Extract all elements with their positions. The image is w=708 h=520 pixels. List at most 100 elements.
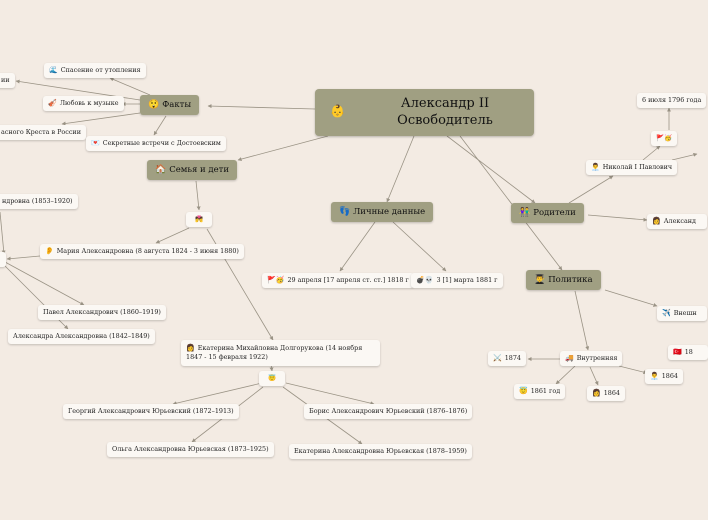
parents-nikolay[interactable]: 👨‍💼Николай I Павлович bbox=[586, 160, 678, 175]
parents-birth-date[interactable]: 6 июля 1796 года bbox=[637, 93, 707, 108]
edge-personal-death bbox=[392, 221, 447, 272]
family-daughter-cut[interactable]: ндровна (1853–1920) bbox=[0, 194, 78, 209]
baby-icon: 👶 bbox=[330, 104, 345, 118]
family-georgiy[interactable]: Георгий Александрович Юрьевский (1872–19… bbox=[63, 404, 239, 419]
parents-birth-date-label: 6 июля 1796 года bbox=[642, 96, 702, 104]
edge-facts-redcross bbox=[61, 112, 141, 126]
family-daughter-cut-label: ндровна (1853–1920) bbox=[2, 197, 73, 205]
woman-icon: 👩 bbox=[592, 389, 601, 397]
family-hub-couple[interactable]: 💏 bbox=[186, 212, 212, 227]
graduate-icon: 👨‍🎓 bbox=[534, 275, 546, 285]
personal-birth[interactable]: 🚩🥳29 апреля [17 апреля ст. ст.] 1818 г bbox=[262, 273, 414, 288]
central-topic-node[interactable]: 👶 Александр II Освободитель bbox=[315, 89, 534, 136]
family-ekaterina-label: Екатерина Михайловна Долгорукова (14 ноя… bbox=[186, 344, 363, 361]
edge-internal-1864b bbox=[618, 365, 648, 375]
politics-turkey-cut-label: 18 bbox=[684, 348, 693, 356]
family-ekaterina[interactable]: 👩Екатерина Михайловна Долгорукова (14 но… bbox=[181, 340, 380, 366]
politics-foreign-label: Внешн bbox=[673, 309, 697, 317]
branch-facts-label: Факты bbox=[162, 100, 192, 110]
branch-parents-label: Родители bbox=[533, 208, 576, 218]
fact-rescue[interactable]: 🌊Спасение от утопления bbox=[44, 63, 146, 78]
airplane-icon: ✈️ bbox=[662, 309, 671, 317]
fact-cut-top-label: ии bbox=[1, 76, 10, 84]
family-ekaterina-yurievskaya[interactable]: Екатерина Александровна Юрьевская (1878–… bbox=[289, 444, 472, 459]
family-maria[interactable]: 👂Мария Александровна (8 августа 1824 - 3… bbox=[40, 244, 244, 259]
branch-personal-label: Личные данные bbox=[353, 207, 426, 217]
family-boris[interactable]: Борис Александрович Юрьевский (1876–1876… bbox=[304, 404, 473, 419]
fact-dostoevsky-label: Секретные встречи с Достоевским bbox=[102, 139, 221, 147]
politics-1864-a[interactable]: 👩1864 bbox=[587, 386, 625, 401]
branch-facts[interactable]: 😲Факты bbox=[140, 95, 200, 115]
branch-family[interactable]: 🏠Семья и дети bbox=[147, 160, 238, 180]
edge-hub1-maria bbox=[155, 227, 190, 244]
personal-death-label: 3 [1] марта 1881 г bbox=[436, 276, 498, 284]
parents-nikolay-label: Николай I Павлович bbox=[602, 163, 673, 171]
politics-1864-b[interactable]: 👨‍💼1864 bbox=[645, 369, 683, 384]
politics-1864-b-label: 1864 bbox=[661, 372, 678, 380]
surprised-face-icon: 😲 bbox=[148, 100, 160, 110]
family-pavel-label: Павел Александрович (1860–1919) bbox=[43, 308, 161, 316]
parents-mother[interactable]: 👩Александ bbox=[647, 214, 707, 229]
central-topic-title: Александр II Освободитель bbox=[397, 96, 493, 128]
turkey-flag-icon: 🇹🇷 bbox=[673, 348, 682, 356]
politics-1861-label: 1861 год bbox=[530, 387, 561, 395]
family-boris-label: Борис Александрович Юрьевский (1876–1876… bbox=[309, 407, 468, 415]
family-pavel[interactable]: Павел Александрович (1860–1919) bbox=[38, 305, 166, 320]
family-ekaterina-yurievskaya-label: Екатерина Александровна Юрьевская (1878–… bbox=[294, 447, 467, 455]
man-office-icon: 👨‍💼 bbox=[591, 163, 600, 171]
family-olga-label: Ольга Александровна Юрьевская (1873–1925… bbox=[112, 445, 269, 453]
edge-internal-1864a bbox=[589, 366, 599, 386]
angel-face-icon: 😇 bbox=[268, 374, 276, 382]
judge-icon: 👨‍💼 bbox=[650, 372, 659, 380]
politics-1874[interactable]: ⚔️1874 bbox=[488, 351, 526, 366]
edge-central-personal bbox=[386, 135, 415, 203]
flag-party-icon: 🚩🥳 bbox=[267, 276, 285, 284]
politics-internal-label: Внутренняя bbox=[576, 354, 618, 362]
fact-rescue-label: Спасение от утопления bbox=[60, 66, 141, 74]
footprints-icon: 👣 bbox=[339, 207, 351, 217]
fact-dostoevsky[interactable]: 💌Секретные встречи с Достоевским bbox=[86, 136, 226, 151]
edge-facts-rescue bbox=[109, 77, 151, 96]
love-letter-icon: 💌 bbox=[91, 139, 100, 147]
bomb-skull-icon: 💣💀 bbox=[416, 276, 434, 284]
fact-music[interactable]: 🎻Любовь к музыке bbox=[43, 96, 124, 111]
parents-flag-node[interactable]: 🚩🥳 bbox=[651, 131, 677, 146]
politics-turkey-cut[interactable]: 🇹🇷18 bbox=[668, 345, 708, 360]
edge-nikolay-flag bbox=[642, 145, 661, 161]
edge-central-family bbox=[237, 135, 329, 162]
family-alexandra-label: Александра Александровна (1842–1849) bbox=[13, 332, 150, 340]
wave-icon: 🌊 bbox=[49, 66, 58, 74]
edge-hub2-georgiy bbox=[172, 382, 263, 406]
branch-politics[interactable]: 👨‍🎓Политика bbox=[526, 270, 601, 290]
angel-face-icon: 😇 bbox=[519, 387, 528, 395]
family-hidden-hub[interactable] bbox=[0, 252, 6, 267]
politics-1861[interactable]: 😇1861 год bbox=[514, 384, 566, 399]
branch-family-label: Семья и дети bbox=[169, 165, 230, 175]
family-georgiy-label: Георгий Александрович Юрьевский (1872–19… bbox=[68, 407, 234, 415]
fact-music-label: Любовь к музыке bbox=[59, 99, 119, 107]
woman-icon: 👩 bbox=[186, 344, 195, 352]
personal-death[interactable]: 💣💀3 [1] марта 1881 г bbox=[411, 273, 503, 288]
family-alexandra[interactable]: Александра Александровна (1842–1849) bbox=[8, 329, 155, 344]
edge-personal-birth bbox=[339, 221, 376, 272]
family-olga[interactable]: Ольга Александровна Юрьевская (1873–1925… bbox=[107, 442, 274, 457]
ear-icon: 👂 bbox=[45, 247, 54, 255]
couple-icon: 👫 bbox=[519, 208, 531, 218]
branch-parents[interactable]: 👫Родители bbox=[511, 203, 584, 223]
edge-central-parents bbox=[446, 135, 536, 204]
politics-internal[interactable]: 🚚Внутренняя bbox=[560, 351, 623, 366]
edge-hub2-boris bbox=[285, 382, 375, 406]
truck-icon: 🚚 bbox=[565, 354, 574, 362]
woman-icon: 👩 bbox=[652, 217, 661, 225]
fact-cut-top[interactable]: ии bbox=[0, 73, 15, 88]
family-hub-children[interactable]: 😇 bbox=[259, 371, 285, 386]
politics-foreign[interactable]: ✈️Внешн bbox=[657, 306, 707, 321]
edge-politics-internal bbox=[574, 290, 590, 351]
fact-red-cross[interactable]: асного Креста в России bbox=[0, 125, 86, 140]
branch-personal[interactable]: 👣Личные данные bbox=[331, 202, 434, 222]
edge-parents-nikolay bbox=[568, 175, 614, 204]
flag-party-icon: 🚩🥳 bbox=[656, 134, 672, 142]
personal-birth-label: 29 апреля [17 апреля ст. ст.] 1818 г bbox=[287, 276, 409, 284]
edge-nikolay-right bbox=[671, 152, 698, 161]
